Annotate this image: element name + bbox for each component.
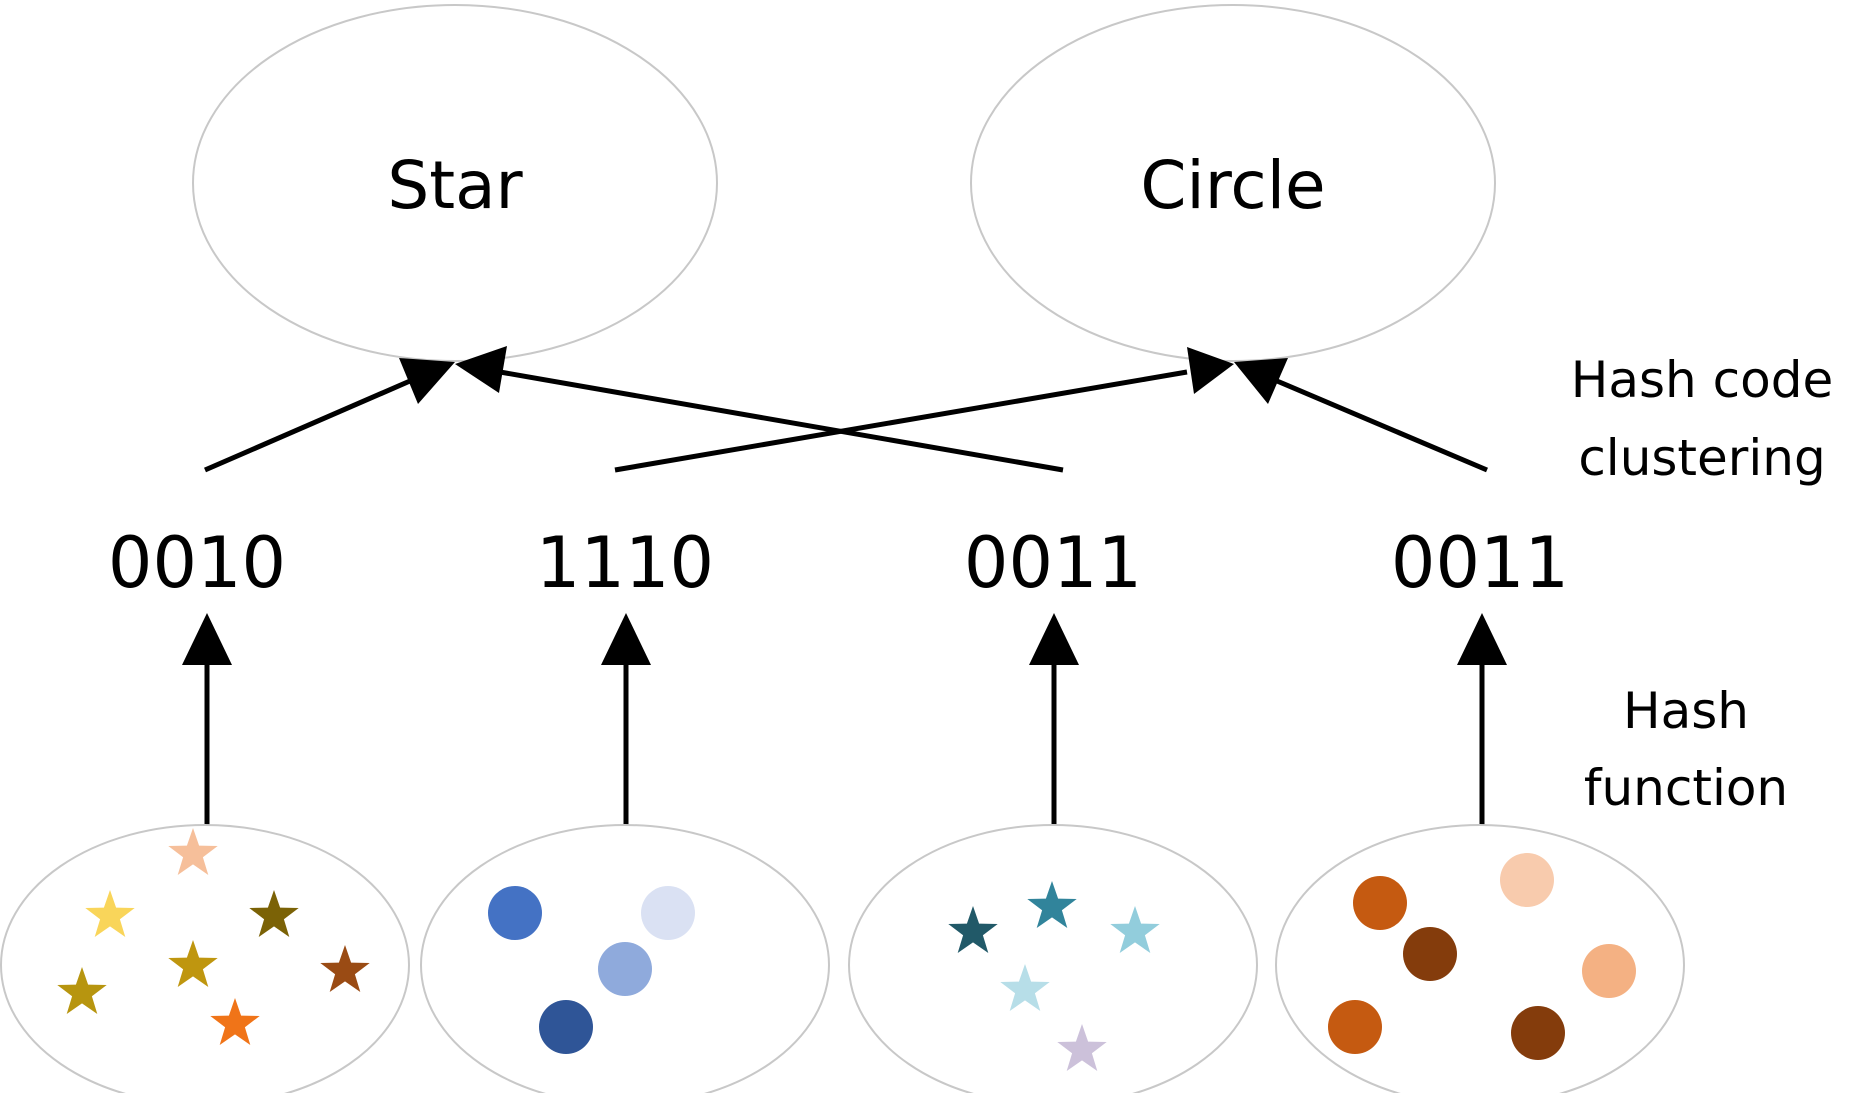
arrowhead [182, 613, 232, 665]
input-group-2 [420, 824, 830, 1098]
cluster-star: Star [192, 4, 718, 362]
hash-code-2: 1110 [536, 522, 714, 604]
cluster-star-label: Star [387, 147, 523, 224]
circle-item [1328, 1000, 1382, 1054]
arrow-code1-to-star [204, 378, 411, 473]
arrow-code2-to-circle [614, 369, 1188, 473]
hash-code-3: 0011 [964, 522, 1142, 604]
cluster-star-ellipse [192, 4, 718, 362]
arrowhead [1457, 613, 1507, 665]
hash-function-label: Hash function [1584, 682, 1788, 817]
svg-text:Hash code: Hash code [1571, 351, 1833, 409]
input-group-4 [1275, 824, 1685, 1098]
hash-function-arrows [182, 613, 1507, 828]
cluster-circle-ellipse [970, 4, 1496, 362]
circle-item [1353, 876, 1407, 930]
arrowhead [399, 358, 455, 404]
circle-item [598, 942, 652, 996]
input-group-3 [848, 824, 1258, 1098]
cluster-circle: Circle [970, 4, 1496, 362]
hash-code-clustering-label: Hash code clustering [1571, 351, 1833, 487]
circle-item [1500, 853, 1554, 907]
circle-item [539, 1000, 593, 1054]
circle-item [1582, 944, 1636, 998]
input-group-1 [0, 824, 410, 1098]
circle-item [1403, 927, 1457, 981]
circle-item [488, 886, 542, 940]
hash-code-4: 0011 [1391, 522, 1569, 604]
svg-text:clustering: clustering [1578, 429, 1825, 487]
cluster-circle-label: Circle [1140, 147, 1325, 224]
arrow-code3-to-star [499, 369, 1064, 473]
arrowhead [601, 613, 651, 665]
arrowhead [1029, 613, 1079, 665]
arrowhead [1187, 347, 1234, 394]
arrow-code4-to-circle [1276, 378, 1488, 473]
hash-codes: 0010 1110 0011 0011 [108, 522, 1569, 604]
clustering-arrows [204, 346, 1488, 473]
hash-code-1: 0010 [108, 522, 286, 604]
circle-item [1511, 1006, 1565, 1060]
arrowhead [455, 346, 507, 393]
arrowhead [1234, 358, 1288, 404]
svg-text:function: function [1584, 759, 1788, 817]
circle-item [641, 886, 695, 940]
input-group-ellipse [848, 824, 1258, 1098]
svg-text:Hash: Hash [1623, 682, 1749, 740]
